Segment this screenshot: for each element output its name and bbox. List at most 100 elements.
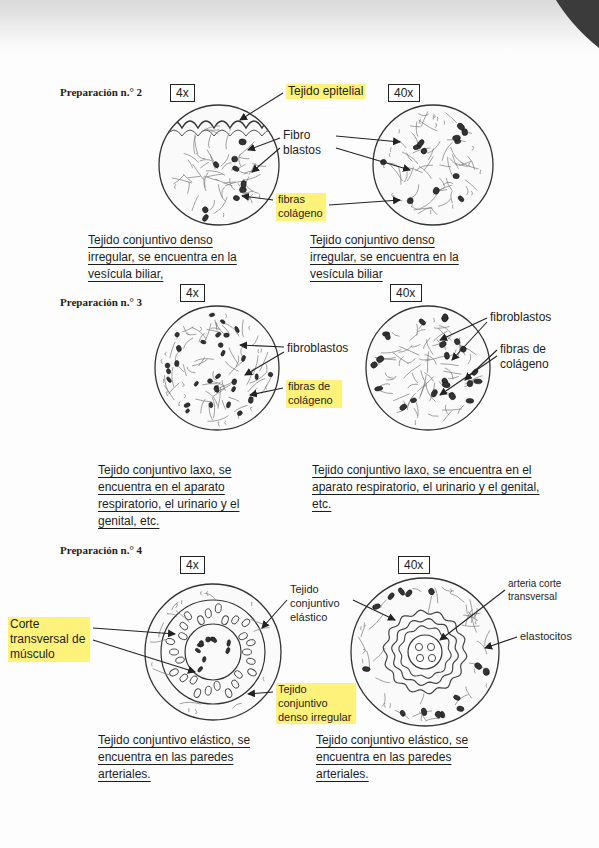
collagen-fiber [229, 127, 231, 131]
collagen-fiber [407, 359, 416, 364]
cell-nucleus [432, 186, 440, 195]
collagen-fiber [381, 391, 393, 393]
collagen-fiber [243, 174, 261, 180]
collagen-fiber [472, 619, 477, 633]
section-title: Preparación n.° 3 [60, 296, 142, 310]
cell-nucleus [384, 333, 391, 341]
collagen-fiber [475, 620, 476, 624]
cell-nucleus [225, 647, 231, 654]
collagen-fiber [214, 197, 228, 214]
cell-nucleus [399, 709, 406, 717]
cell-nucleus [459, 345, 467, 353]
cell-nucleus [421, 707, 428, 716]
muscle-cell [215, 603, 222, 613]
collagen-fiber [212, 397, 215, 418]
muscle-cell [214, 681, 221, 691]
collagen-fiber [358, 637, 366, 652]
muscle-cell [205, 686, 212, 696]
collagen-fiber [399, 346, 419, 355]
collagen-fiber [469, 162, 471, 166]
field-circle [145, 584, 281, 720]
cell-nucleus [399, 403, 408, 412]
collagen-fiber [179, 401, 180, 405]
collagen-fiber [440, 364, 458, 366]
cell-nucleus [215, 331, 222, 338]
cell-nucleus [200, 340, 206, 345]
collagen-fiber [468, 156, 475, 170]
collagen-fiber [439, 178, 444, 187]
leader-line [248, 692, 273, 694]
collagen-fiber [215, 179, 232, 186]
collagen-fiber [172, 602, 179, 610]
magnification-text: 4x [176, 86, 189, 100]
leader-line [485, 637, 517, 648]
collagen-fiber [225, 421, 226, 425]
cell-nucleus [215, 373, 222, 379]
collagen-fiber [182, 327, 193, 332]
structure-label: fibroblastos [287, 341, 348, 356]
collagen-fiber [176, 611, 190, 623]
collagen-fiber [182, 382, 184, 386]
cell-nucleus [442, 313, 449, 322]
collagen-fiber [384, 703, 385, 707]
collagen-fiber [363, 649, 365, 653]
cell-nucleus [410, 397, 417, 403]
collagen-fiber [222, 163, 232, 170]
collagen-fiber [431, 208, 437, 215]
cell-nucleus [202, 206, 209, 214]
collagen-fiber [448, 376, 459, 378]
cell-nucleus [193, 381, 199, 387]
collagen-fiber [445, 405, 449, 416]
cell-nucleus [448, 391, 457, 401]
collagen-fiber [166, 392, 168, 396]
cell-nucleus [174, 360, 179, 367]
collagen-fiber [201, 126, 220, 132]
collagen-fiber [420, 694, 424, 705]
collagen-fiber [466, 186, 468, 195]
vessel-wall [161, 600, 265, 704]
structure-label: elastocitos [520, 630, 572, 644]
collagen-fiber [172, 178, 192, 183]
structure-label: arteria corte transversal [508, 578, 592, 603]
blood-cell [415, 643, 422, 650]
elastic-lamina [392, 619, 459, 686]
collagen-fiber [411, 206, 421, 209]
collagen-fiber [389, 704, 391, 708]
collagen-fiber [416, 122, 418, 137]
muscle-cell [178, 673, 189, 683]
collagen-fiber [475, 615, 476, 620]
collagen-fiber [183, 364, 186, 376]
collagen-fiber [192, 327, 207, 339]
collagen-fiber [389, 153, 390, 157]
collagen-fiber [167, 614, 177, 617]
collagen-fiber [450, 589, 452, 593]
field-circle [366, 306, 490, 430]
cell-nucleus [234, 326, 240, 333]
collagen-fiber [210, 131, 219, 134]
collagen-fiber [195, 399, 212, 402]
cell-nucleus [456, 122, 466, 132]
cell-nucleus [438, 340, 447, 349]
collagen-fiber [424, 373, 433, 382]
cell-nucleus [442, 381, 451, 388]
cell-nucleus [404, 589, 413, 598]
collagen-fiber [474, 669, 475, 673]
leader-line [242, 196, 273, 200]
leader-line [262, 600, 287, 628]
muscle-cell [233, 669, 244, 679]
collagen-fiber [462, 625, 480, 626]
collagen-fiber [443, 411, 452, 422]
collagen-fiber [202, 384, 217, 385]
leader-line [336, 148, 410, 170]
collagen-fiber [259, 194, 260, 198]
collagen-fiber [439, 326, 451, 334]
cell-nucleus [362, 666, 370, 672]
collagen-fiber [385, 373, 394, 379]
cell-nucleus [220, 350, 226, 357]
collagen-fiber [435, 124, 437, 128]
collagen-fiber [456, 164, 468, 167]
collagen-fiber [222, 188, 225, 198]
collagen-fiber [223, 213, 224, 217]
magnification-box: 40x [398, 556, 430, 574]
collagen-fiber [258, 349, 260, 353]
